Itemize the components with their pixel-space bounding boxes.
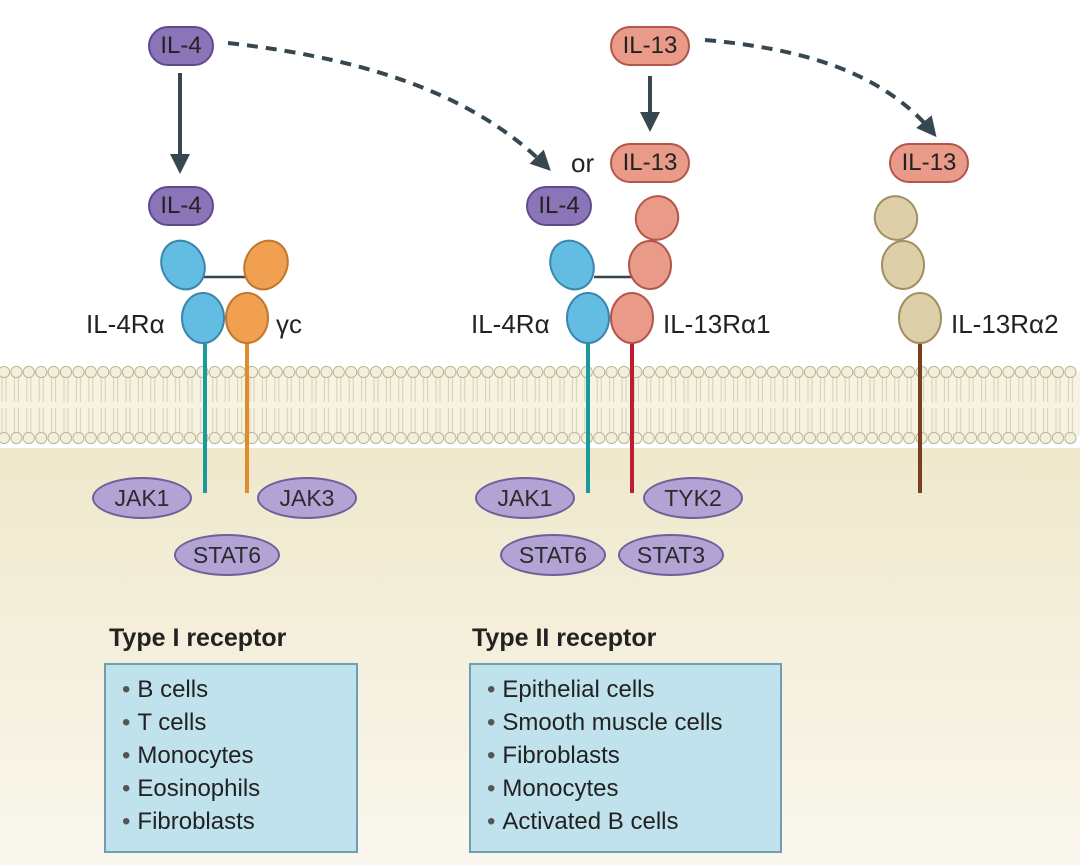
list-item: B cells — [122, 673, 356, 706]
il4ra-domain-upper — [549, 239, 595, 291]
list-item: T cells — [122, 706, 356, 739]
type2-cell-list: Epithelial cells Smooth muscle cells Fib… — [469, 663, 782, 853]
stat3: STAT3 — [618, 534, 724, 576]
dashed-arrow-il4-to-type2 — [227, 41, 551, 171]
il13ra2-label: IL-13Rα2 — [951, 309, 1059, 339]
il13-cytokine-bound-type2: IL-13 — [610, 143, 690, 183]
cell-membrane — [0, 365, 1080, 445]
list-item: Fibroblasts — [487, 739, 780, 772]
list-item: Monocytes — [487, 772, 780, 805]
il4ra-domain-upper — [160, 239, 206, 291]
list-item: Eosinophils — [122, 772, 356, 805]
type2-il4ra-label: IL-4Rα — [471, 309, 550, 339]
il13ra1-domain-top — [634, 195, 680, 241]
gamma-c-domain-upper — [243, 239, 289, 291]
list-item: Monocytes — [122, 739, 356, 772]
il4-cytokine-bound-type2: IL-4 — [526, 186, 592, 226]
list-item: Activated B cells — [487, 805, 780, 838]
jak3: JAK3 — [257, 477, 357, 519]
tyk2: TYK2 — [643, 477, 743, 519]
stat6-type1: STAT6 — [174, 534, 280, 576]
il13ra1-domain-lower — [610, 292, 654, 344]
list-item: Epithelial cells — [487, 673, 780, 706]
type1-cell-list: B cells T cells Monocytes Eosinophils Fi… — [104, 663, 358, 853]
il4-cytokine-bound-type1: IL-4 — [148, 186, 214, 226]
il13ra1-label: IL-13Rα1 — [663, 309, 771, 339]
il13-cytokine-free: IL-13 — [610, 26, 690, 66]
gamma-c-label: γc — [276, 309, 302, 339]
stat6-type2: STAT6 — [500, 534, 606, 576]
il13-cytokine-bound-decoy: IL-13 — [889, 143, 969, 183]
il13ra2-receptor — [873, 195, 942, 493]
type2-title: Type II receptor — [472, 624, 657, 652]
dashed-arrow-il13-to-decoy — [704, 38, 937, 138]
type1-receptor-complex — [160, 239, 289, 493]
il4-cytokine-free: IL-4 — [148, 26, 214, 66]
type2-receptor-complex — [549, 195, 680, 493]
il13ra2-domain-lower — [898, 292, 942, 344]
or-label: or — [571, 148, 595, 178]
il13ra2-domain-middle — [881, 240, 925, 290]
il4ra-domain-lower — [181, 292, 225, 344]
jak1-type2: JAK1 — [475, 477, 575, 519]
il13ra2-domain-top — [873, 195, 919, 241]
il13ra1-domain-middle — [628, 240, 672, 290]
gamma-c-domain-lower — [225, 292, 269, 344]
list-item: Fibroblasts — [122, 805, 356, 838]
list-item: Smooth muscle cells — [487, 706, 780, 739]
type1-title: Type I receptor — [109, 624, 287, 652]
type1-il4ra-label: IL-4Rα — [86, 309, 165, 339]
il4ra-domain-lower — [566, 292, 610, 344]
jak1-type1: JAK1 — [92, 477, 192, 519]
